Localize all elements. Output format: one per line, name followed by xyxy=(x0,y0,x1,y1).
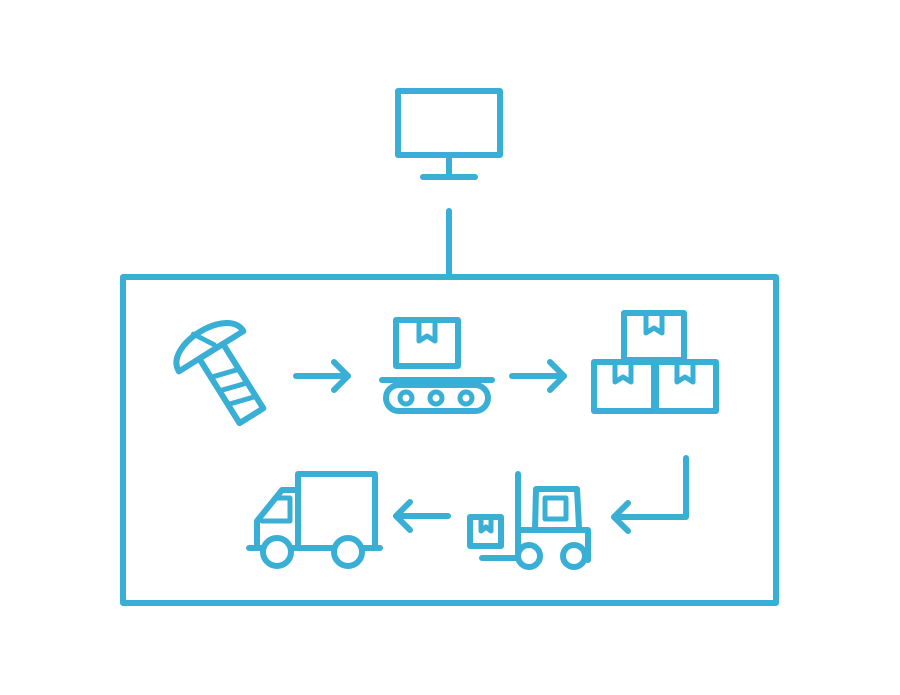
stacked-boxes-icon xyxy=(591,310,719,414)
monitor-icon xyxy=(395,88,503,180)
process-frame xyxy=(120,274,779,606)
arrow-right-icon xyxy=(509,359,567,393)
conveyor-belt-icon xyxy=(379,317,495,414)
arrow-right-icon xyxy=(293,359,351,393)
delivery-truck-icon xyxy=(246,471,383,569)
forklift-icon xyxy=(467,471,591,570)
arrow-left-icon xyxy=(393,499,451,533)
screw-bolt-icon xyxy=(173,320,267,427)
arrow-turn-down-left-icon xyxy=(611,455,689,534)
